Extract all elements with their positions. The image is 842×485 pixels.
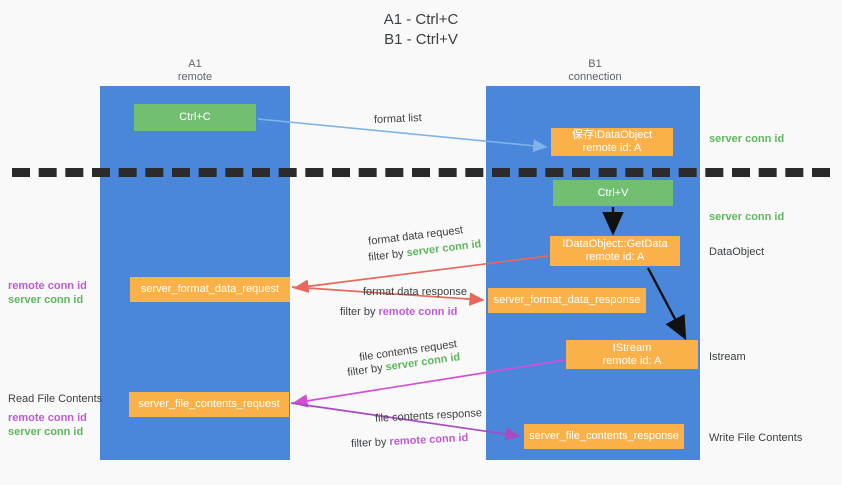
label-remote-conn-id-1: remote conn id bbox=[8, 280, 87, 292]
label-conn-ids-format: remote conn id server conn id bbox=[8, 279, 87, 307]
node-server-file-contents-response[interactable]: server_file_contents_response bbox=[524, 424, 684, 449]
node-server-format-data-request[interactable]: server_format_data_request bbox=[130, 277, 290, 302]
node-istream[interactable]: IStream remote id: A bbox=[566, 340, 698, 369]
filter-by-text-3: filter by bbox=[346, 361, 387, 379]
label-server-conn-id-top: server conn id bbox=[709, 133, 785, 145]
node-ctrl-v[interactable]: Ctrl+V bbox=[553, 180, 673, 206]
title-line-2: B1 - Ctrl+V bbox=[384, 31, 458, 48]
label-server-conn-id-2: server conn id bbox=[8, 426, 84, 438]
node-idataobject[interactable]: 保存IDataObject remote id: A bbox=[551, 128, 673, 156]
edge-label-filter-by-remote-2: filter by remote conn id bbox=[351, 431, 469, 452]
label-istream: Istream bbox=[709, 351, 746, 363]
edge-label-file-contents-response: file contents response bbox=[374, 407, 483, 425]
filter-by-text-1: filter by bbox=[367, 247, 408, 264]
edge-label-format-data-response: format data response bbox=[363, 286, 467, 298]
filter-by-text-2: filter by bbox=[340, 306, 379, 318]
remote-conn-id-text-2: remote conn id bbox=[389, 431, 469, 449]
label-server-conn-id-1: server conn id bbox=[8, 294, 84, 306]
filter-by-text-4: filter by bbox=[350, 436, 390, 451]
phase-divider bbox=[12, 168, 830, 177]
node-ctrl-c[interactable]: Ctrl+C bbox=[134, 104, 256, 131]
edge-label-format-list: format list bbox=[373, 111, 422, 127]
node-idataobject-getdata[interactable]: IDataObject::GetData remote id: A bbox=[550, 236, 680, 266]
label-write-file-contents: Write File Contents bbox=[709, 432, 803, 444]
node-server-format-data-response[interactable]: server_format_data_response bbox=[488, 288, 646, 313]
label-server-conn-id-mid: server conn id bbox=[709, 211, 785, 223]
node-server-file-contents-request[interactable]: server_file_contents_request bbox=[129, 392, 289, 417]
column-header-b1: B1 connection bbox=[568, 58, 622, 83]
remote-conn-id-text-1: remote conn id bbox=[378, 306, 458, 318]
label-dataobject: DataObject bbox=[709, 246, 765, 258]
label-conn-ids-file: remote conn id server conn id bbox=[8, 411, 87, 439]
label-read-file-contents: Read File Contents bbox=[8, 393, 103, 405]
title-line-1: A1 - Ctrl+C bbox=[383, 11, 459, 28]
page-title: A1 - Ctrl+C B1 - Ctrl+V bbox=[0, 10, 842, 50]
column-header-a1: A1 remote bbox=[177, 58, 213, 83]
label-remote-conn-id-2: remote conn id bbox=[8, 412, 87, 424]
edge-label-filter-by-remote-1: filter by remote conn id bbox=[340, 305, 457, 320]
